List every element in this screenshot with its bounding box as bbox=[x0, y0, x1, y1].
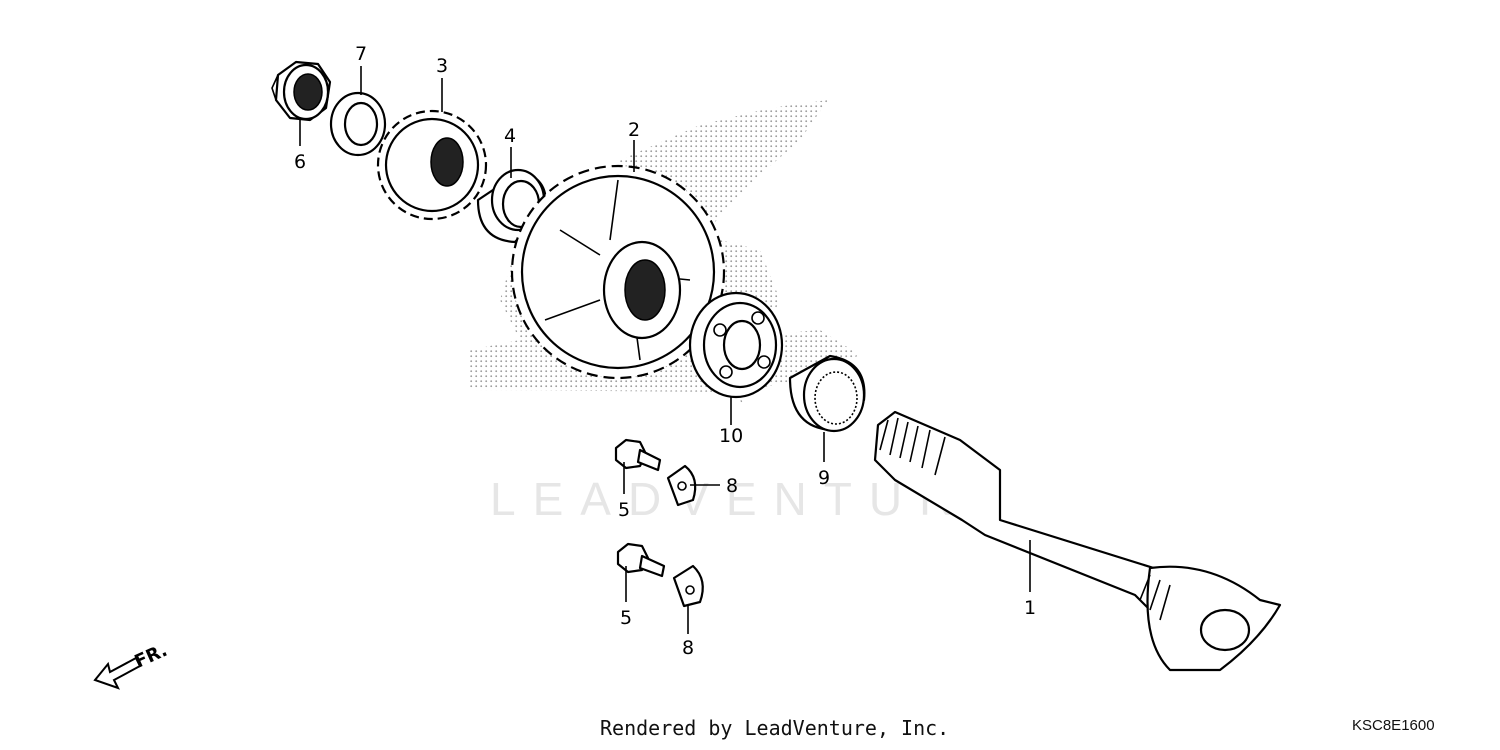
footer-credit: Rendered by LeadVenture, Inc. bbox=[600, 716, 950, 740]
callout-2: 2 bbox=[628, 119, 640, 141]
washer-part-7[interactable] bbox=[329, 91, 387, 157]
callout-10: 10 bbox=[719, 425, 743, 447]
callout-numbers: 1 2 3 4 5 5 6 7 8 8 9 10 bbox=[294, 43, 1036, 659]
callout-5-upper: 5 bbox=[618, 499, 630, 521]
callout-8-upper: 8 bbox=[726, 475, 738, 497]
needle-bearing-part-9[interactable] bbox=[788, 354, 866, 433]
lock-plate-part-8-lower[interactable] bbox=[672, 564, 704, 608]
callout-6: 6 bbox=[294, 151, 306, 173]
front-label: FR. bbox=[131, 640, 170, 673]
callout-4: 4 bbox=[504, 125, 516, 147]
bolt-part-5-lower[interactable] bbox=[616, 542, 666, 578]
callout-7: 7 bbox=[355, 43, 367, 65]
callout-9: 9 bbox=[818, 467, 830, 489]
leader-lines bbox=[299, 66, 1031, 634]
diagram-code: KSC8E1600 bbox=[1352, 717, 1435, 734]
callout-3: 3 bbox=[436, 55, 448, 77]
front-direction-arrow: FR. bbox=[93, 640, 170, 690]
small-gear-part-3[interactable] bbox=[376, 109, 488, 221]
callout-1: 1 bbox=[1024, 597, 1036, 619]
callout-5-lower: 5 bbox=[620, 607, 632, 629]
large-gear-part-2[interactable] bbox=[510, 164, 726, 380]
hex-nut-part-6[interactable] bbox=[271, 60, 332, 122]
bolt-part-5-upper[interactable] bbox=[614, 438, 662, 472]
ball-bearing-part-10[interactable] bbox=[688, 291, 784, 399]
shaft-part-1[interactable] bbox=[873, 410, 1282, 672]
callout-8-lower: 8 bbox=[682, 637, 694, 659]
lock-plate-part-8-upper[interactable] bbox=[666, 464, 697, 507]
